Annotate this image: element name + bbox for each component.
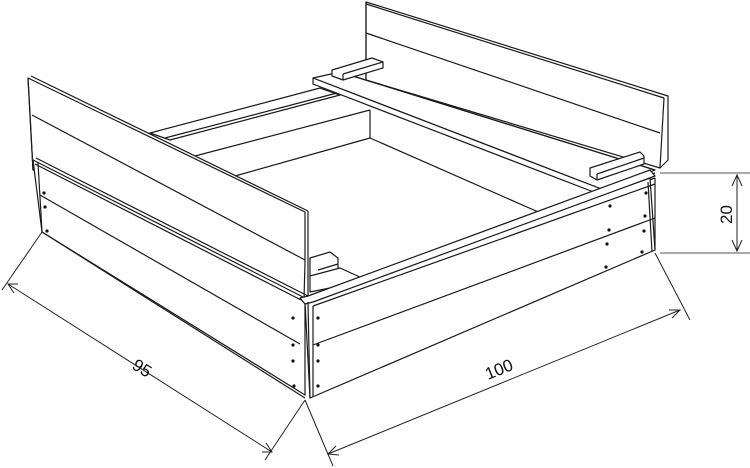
dimension-width: 100 xyxy=(304,252,691,467)
box-far-walls xyxy=(149,87,553,281)
right-bench-lid xyxy=(312,1,669,197)
box-left-wall xyxy=(32,157,309,399)
box-front-wall xyxy=(299,169,656,399)
screw-dots xyxy=(42,191,648,388)
dimension-height: 20 xyxy=(660,172,750,254)
dimension-height-label: 20 xyxy=(717,205,736,224)
dimension-depth-label: 95 xyxy=(129,355,155,381)
left-bench-lid xyxy=(27,75,363,301)
